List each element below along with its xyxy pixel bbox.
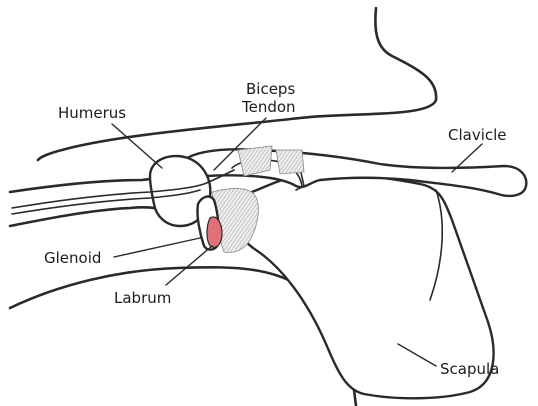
label-glenoid: Glenoid — [44, 249, 101, 267]
label-humerus: Humerus — [58, 104, 126, 122]
ac-joint-capsule — [276, 150, 304, 174]
leader-labrum — [166, 246, 212, 285]
label-labrum: Labrum — [114, 289, 171, 307]
label-biceps-line2: Tendon — [241, 98, 296, 116]
label-biceps-line1: Biceps — [246, 80, 295, 98]
label-scapula: Scapula — [440, 360, 499, 378]
neck-outline — [38, 8, 436, 160]
labrum-highlight — [207, 217, 222, 247]
leader-humerus — [112, 124, 162, 168]
leader-glenoid — [114, 238, 200, 257]
label-clavicle: Clavicle — [448, 126, 507, 144]
